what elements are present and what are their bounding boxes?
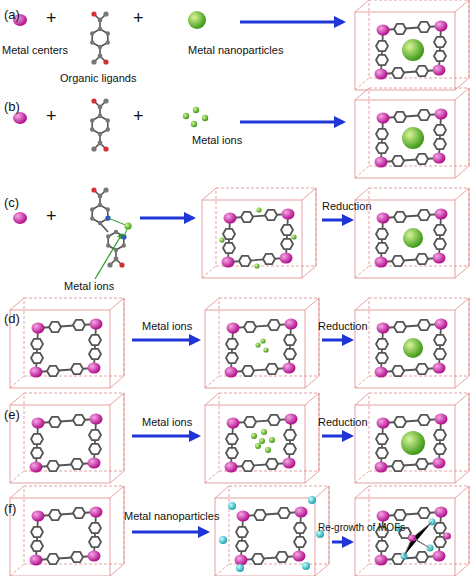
row-c-art [13, 187, 469, 279]
plus-sign: + [46, 107, 57, 127]
row-e-art [10, 393, 469, 483]
process-arrow [132, 435, 198, 438]
process-arrow [322, 339, 351, 342]
process-arrow [322, 219, 351, 222]
metal-ions [255, 338, 268, 352]
panel-label: (a) [4, 8, 20, 22]
surface-nanoparticles [219, 496, 324, 572]
mof-cage [10, 393, 124, 483]
mof-cage [10, 298, 124, 388]
mof-cage [355, 298, 469, 388]
encapsulated-nanoparticle [402, 39, 424, 61]
organic-ligand [90, 11, 110, 64]
mof-cage [355, 188, 469, 278]
row-f-art [10, 486, 469, 576]
encapsulated-nanoparticle [402, 127, 424, 149]
process-arrow [132, 531, 207, 534]
component-label: Metal centers [2, 44, 68, 56]
process-arrow [140, 217, 193, 220]
mof-cage [215, 486, 329, 576]
component-label: Metal nanoparticles [188, 44, 283, 56]
row-a-art [13, 0, 469, 90]
step-label: Reduction [318, 416, 368, 428]
mof-cage [10, 486, 124, 576]
step-label: Reduction [318, 320, 368, 332]
component-label: Metal ions [192, 134, 242, 146]
metal-ions [251, 429, 275, 453]
mof-cage [202, 188, 316, 278]
plus-sign: + [46, 207, 57, 227]
mof-cage [355, 0, 469, 90]
organic-ligand [90, 98, 110, 151]
metal-nanoparticle [188, 11, 206, 29]
step-label: Metal nanoparticles [124, 510, 219, 522]
row-d-art [10, 298, 469, 388]
process-arrow [240, 21, 343, 24]
panel-label: (b) [4, 100, 20, 114]
plus-sign: + [133, 107, 144, 127]
step-label: Metal ions [142, 416, 192, 428]
mof-cage [355, 88, 469, 178]
bipyridine-ligand [90, 187, 132, 267]
panel-label: (f) [4, 502, 16, 516]
pointer-arrow [95, 234, 122, 279]
panel-label: (e) [4, 408, 20, 422]
panel-label: (c) [4, 196, 19, 210]
mof-cage [355, 393, 469, 483]
plus-sign: + [46, 9, 57, 29]
panel-label: (d) [4, 312, 20, 326]
process-arrow [332, 541, 351, 544]
process-arrow [132, 339, 198, 342]
metal-center [13, 212, 27, 224]
step-label: Reduction [322, 200, 372, 212]
coordinated-ions [219, 207, 296, 268]
process-arrow [240, 121, 343, 124]
mof-cage [205, 298, 319, 388]
encapsulated-nanoparticle [403, 338, 423, 358]
plus-sign: + [133, 9, 144, 29]
component-label: Organic ligands [60, 72, 136, 84]
step-label: Re-growth of MOFs [318, 522, 405, 533]
metal-ions [183, 107, 208, 127]
mof-cage [205, 393, 319, 483]
row-b-art [13, 88, 469, 178]
encapsulated-nanoparticle [403, 228, 423, 248]
process-arrow [322, 435, 351, 438]
encapsulated-nanoparticle [401, 431, 425, 455]
step-label: Metal ions [142, 320, 192, 332]
component-label: Metal ions [64, 280, 114, 292]
